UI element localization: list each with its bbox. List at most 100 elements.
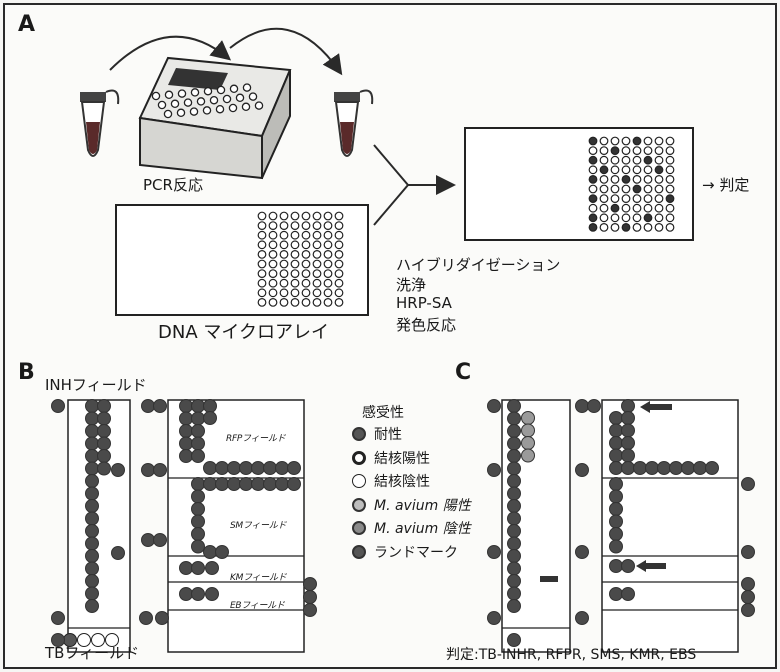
array-dot xyxy=(622,400,635,413)
array-dot xyxy=(192,515,205,528)
array-dot xyxy=(576,546,589,559)
legend-item: M. avium 陰性 xyxy=(352,518,471,538)
legend-item: 結核陽性 xyxy=(352,448,430,468)
result-spot xyxy=(600,166,608,174)
array-dot xyxy=(204,478,217,491)
array-dot xyxy=(682,462,695,475)
array-dot xyxy=(252,478,265,491)
array-spot xyxy=(302,222,310,230)
array-dot xyxy=(488,464,501,477)
array-spot xyxy=(269,222,277,230)
array-dot xyxy=(288,462,301,475)
array-spot xyxy=(269,299,277,307)
array-spot xyxy=(258,260,266,268)
array-spot xyxy=(280,241,288,249)
array-dot xyxy=(192,562,205,575)
array-spot xyxy=(291,279,299,287)
result-spot xyxy=(633,147,641,155)
array-spot xyxy=(269,279,277,287)
array-dot xyxy=(508,537,521,550)
result-spot xyxy=(655,166,663,174)
legend-item-label: M. avium 陰性 xyxy=(374,521,471,537)
array-spot xyxy=(313,251,321,259)
array-dot xyxy=(304,591,317,604)
array-spot xyxy=(258,231,266,239)
result-spot xyxy=(600,137,608,145)
array-dot xyxy=(508,487,521,500)
array-spot xyxy=(291,260,299,268)
array-dot xyxy=(140,612,153,625)
array-spot xyxy=(313,279,321,287)
inh-field-label: INHフィールド xyxy=(45,374,147,395)
array-dot xyxy=(508,562,521,575)
array-dot xyxy=(742,604,755,617)
result-spot xyxy=(655,214,663,222)
array-spot xyxy=(280,260,288,268)
array-spot xyxy=(269,289,277,297)
result-spot xyxy=(644,166,652,174)
result-spot xyxy=(622,195,630,203)
legend-swatch-icon xyxy=(352,451,366,465)
result-spot xyxy=(589,176,597,184)
result-spot xyxy=(611,176,619,184)
array-spot xyxy=(302,270,310,278)
panel-c-label: C xyxy=(455,360,471,385)
result-spot xyxy=(666,195,674,203)
array-dot xyxy=(86,462,99,475)
array-spot xyxy=(280,289,288,297)
legend-swatch-icon xyxy=(352,427,366,441)
array-dot xyxy=(180,412,193,425)
array-spot xyxy=(324,289,332,297)
array-dot xyxy=(112,464,125,477)
array-dot xyxy=(742,546,755,559)
result-spot xyxy=(633,224,641,232)
array-dot xyxy=(634,462,647,475)
array-dot xyxy=(98,412,111,425)
pcr-well xyxy=(165,91,172,98)
result-spot xyxy=(666,147,674,155)
pcr-well xyxy=(171,100,178,107)
array-spot xyxy=(269,251,277,259)
array-spot xyxy=(291,212,299,220)
array-spot xyxy=(335,241,343,249)
result-spot xyxy=(633,166,641,174)
array-dot xyxy=(86,600,99,613)
pcr-well xyxy=(210,97,217,104)
array-dot xyxy=(86,487,99,500)
legend-item-label: ランドマーク xyxy=(374,545,458,561)
result-spot xyxy=(633,195,641,203)
array-dot xyxy=(488,612,501,625)
array-spot xyxy=(258,251,266,259)
array-spot xyxy=(280,231,288,239)
legend-item-label: 結核陽性 xyxy=(374,451,430,467)
array-dot xyxy=(142,534,155,547)
array-spot xyxy=(302,289,310,297)
pcr-well xyxy=(152,92,159,99)
result-spot xyxy=(622,185,630,193)
array-spot xyxy=(302,231,310,239)
tb-field-label: TBフィールド xyxy=(45,642,139,663)
result-spot xyxy=(633,185,641,193)
result-spot xyxy=(600,156,608,164)
result-spot xyxy=(644,137,652,145)
array-dot xyxy=(742,478,755,491)
pcr-well xyxy=(230,85,237,92)
array-dot xyxy=(86,500,99,513)
array-dot xyxy=(192,490,205,503)
rfp-field-label: RFPフィールド xyxy=(226,431,285,444)
legend-swatch-icon xyxy=(352,521,366,535)
array-dot xyxy=(192,478,205,491)
result-spot xyxy=(666,185,674,193)
result-spot xyxy=(589,195,597,203)
array-spot xyxy=(324,212,332,220)
array-spot xyxy=(258,299,266,307)
verdict-label: 判定:TB-INHR, RFPR, SMS, KMR, EBS xyxy=(446,644,696,664)
array-dot xyxy=(52,612,65,625)
pcr-well xyxy=(223,95,230,102)
result-spot xyxy=(600,214,608,222)
array-spot xyxy=(258,270,266,278)
array-spot xyxy=(258,222,266,230)
array-dot xyxy=(658,462,671,475)
array-dot xyxy=(522,424,535,437)
pcr-well xyxy=(190,108,197,115)
